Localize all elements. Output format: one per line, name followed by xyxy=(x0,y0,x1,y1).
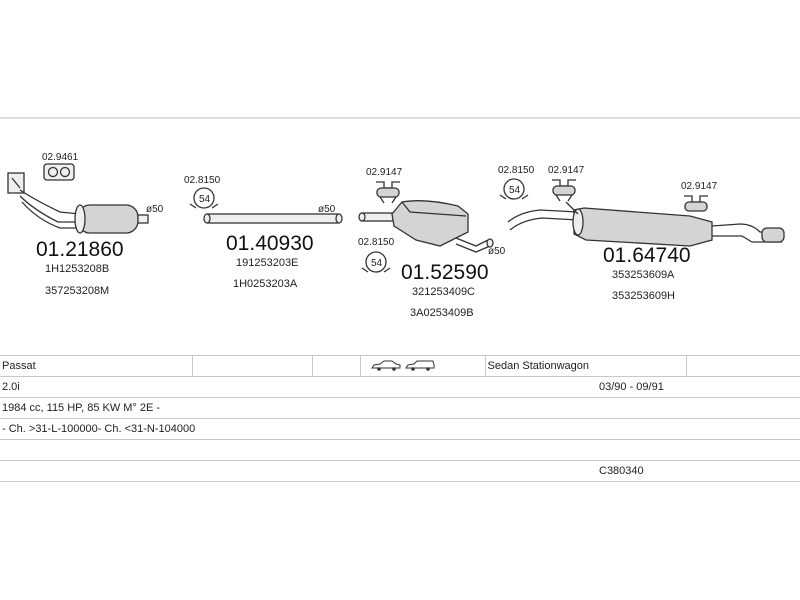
catalog-code: C380340 xyxy=(597,460,800,482)
part-number: 01.21860 xyxy=(36,238,124,261)
front-pipe-catalyst-drawing xyxy=(7,172,149,234)
part-number: 01.40930 xyxy=(226,232,314,255)
accessory-code: 02.9461 xyxy=(42,152,79,163)
part-01-52590[interactable]: ø50 01.52590 321253409C 3A0253409B xyxy=(358,200,506,319)
rear-silencer-drawing xyxy=(507,207,785,247)
accessory-code: 02.9147 xyxy=(366,167,403,178)
vehicle-info-table: Passat Sedan Stationwagon 2.0i 03/90 - 0… xyxy=(0,355,800,482)
sedan-icon xyxy=(370,360,400,371)
part-number: 01.52590 xyxy=(401,261,489,284)
part-01-64740[interactable]: 01.64740 353253609A 353253609H xyxy=(507,207,785,302)
body-type-icons xyxy=(360,355,486,377)
table-row: - Ch. >31-L-100000- Ch. <31-N-104000 xyxy=(0,418,800,440)
vehicle-model: Passat xyxy=(0,355,193,377)
stationwagon-icon xyxy=(404,360,434,371)
accessory-02-8150[interactable]: 02.8150 54 xyxy=(184,175,221,209)
oe-number: 353253609A xyxy=(612,269,675,281)
accessory-code: 02.8150 xyxy=(498,165,535,176)
middle-silencer-drawing xyxy=(358,200,494,253)
clamp-size-label: 54 xyxy=(199,194,211,205)
accessory-02-9461[interactable]: 02.9461 xyxy=(42,152,79,181)
engine-specs: 1984 cc, 115 HP, 85 KW M° 2E - xyxy=(0,397,800,419)
pipe-diameter-label: ø50 xyxy=(488,246,506,257)
clamp-icon: 54 xyxy=(189,187,219,209)
table-row xyxy=(0,439,800,461)
intermediate-pipe-drawing xyxy=(203,213,343,224)
rubber-hanger-icon xyxy=(684,195,708,212)
gasket-icon xyxy=(43,163,75,181)
part-01-40930[interactable]: ø50 01.40930 191253203E 1H0253203A xyxy=(203,204,343,290)
chassis-range: - Ch. >31-L-100000- Ch. <31-N-104000 xyxy=(0,418,800,440)
accessory-code: 02.9147 xyxy=(681,181,718,192)
accessory-02-9147[interactable]: 02.9147 xyxy=(366,167,403,204)
table-row: 2.0i 03/90 - 09/91 xyxy=(0,376,800,398)
clamp-size-label: 54 xyxy=(371,258,383,269)
clamp-icon: 54 xyxy=(499,178,529,200)
accessory-02-8150[interactable]: 02.8150 54 xyxy=(358,237,395,273)
oe-number: 191253203E xyxy=(236,257,298,269)
clamp-icon: 54 xyxy=(361,251,391,273)
table-row: 1984 cc, 115 HP, 85 KW M° 2E - xyxy=(0,397,800,419)
accessory-02-9147[interactable]: 02.9147 xyxy=(681,181,718,212)
hanger-leader-line xyxy=(565,201,579,215)
accessory-code: 02.9147 xyxy=(548,165,585,176)
accessory-code: 02.8150 xyxy=(184,175,221,186)
oe-number: 3A0253409B xyxy=(410,307,474,319)
rubber-hanger-icon xyxy=(552,179,576,202)
pipe-diameter-label: ø50 xyxy=(318,204,336,215)
table-row: Passat Sedan Stationwagon xyxy=(0,355,800,377)
oe-number: 321253409C xyxy=(412,286,475,298)
clamp-size-label: 54 xyxy=(509,185,521,196)
engine: 2.0i xyxy=(0,376,597,398)
pipe-diameter-label: ø50 xyxy=(146,204,164,215)
oe-number: 1H0253203A xyxy=(233,278,298,290)
body-types: Sedan Stationwagon xyxy=(485,355,687,377)
rubber-hanger-icon xyxy=(376,181,400,204)
accessory-code: 02.8150 xyxy=(358,237,395,248)
accessory-02-8150[interactable]: 02.8150 54 xyxy=(498,165,535,200)
part-01-21860[interactable]: ø50 01.21860 1H1253208B 357253208M xyxy=(7,172,164,297)
table-row: C380340 xyxy=(0,460,800,482)
oe-number: 353253609H xyxy=(612,290,675,302)
accessory-02-9147[interactable]: 02.9147 xyxy=(548,165,585,215)
part-number: 01.64740 xyxy=(603,244,691,267)
oe-number: 357253208M xyxy=(45,285,109,297)
production-years: 03/90 - 09/91 xyxy=(597,376,800,398)
oe-number: 1H1253208B xyxy=(45,263,109,275)
